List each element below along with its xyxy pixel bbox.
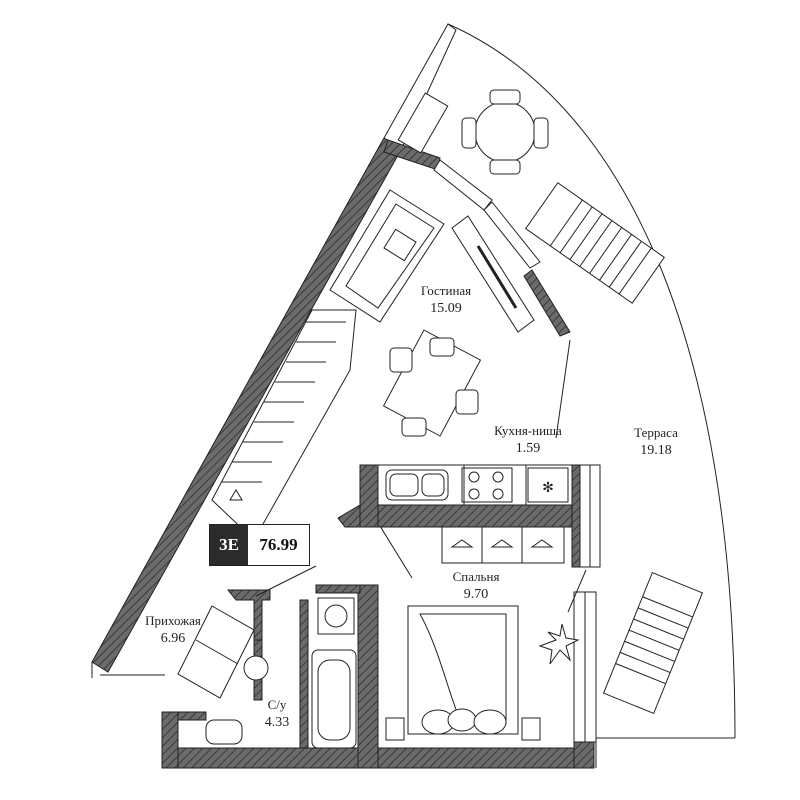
terrace-table (397, 89, 549, 175)
kitchen-counter: ✻ (377, 464, 573, 506)
room-name: Кухня-ниша (494, 423, 562, 438)
room-area: 6.96 (160, 631, 186, 646)
room-area: 9.70 (463, 587, 489, 602)
sunbed-top (524, 182, 666, 304)
room-area: 15.09 (430, 301, 462, 316)
svg-text:✻: ✻ (542, 480, 554, 496)
room-label-bathroom: С/у 4.33 (252, 696, 302, 732)
leader-lines (255, 339, 587, 613)
room-label-hallway: Прихожая 6.96 (130, 612, 216, 648)
room-label-kitchen: Кухня-ниша 1.59 (478, 422, 578, 458)
hall-wardrobe (177, 605, 255, 699)
living-window-wall (383, 139, 571, 337)
room-name: Спальня (452, 569, 500, 584)
room-name: С/у (267, 697, 287, 712)
bedroom-walls (315, 584, 597, 769)
plant (538, 623, 580, 665)
dining-table (382, 329, 482, 437)
room-area: 1.59 (515, 441, 541, 456)
apartment-type-code: 3Е (210, 525, 248, 565)
wardrobe (441, 526, 565, 564)
outer-wall-diagonal (91, 23, 457, 678)
room-label-living: Гостиная 15.09 (406, 282, 486, 318)
sofa (329, 189, 445, 323)
room-name: Прихожая (145, 613, 201, 628)
bathroom-fixtures (205, 597, 357, 749)
room-name: Гостиная (420, 283, 472, 298)
room-label-bedroom: Спальня 9.70 (436, 568, 516, 604)
room-area: 4.33 (264, 715, 290, 730)
kitchen-partition (337, 464, 601, 568)
tv-unit (451, 215, 535, 333)
sunbed-bottom (602, 571, 704, 715)
room-name: Терраса (634, 425, 678, 440)
outer-wall-bottom (161, 711, 595, 769)
bed (385, 605, 541, 741)
apartment-total-area: 76.99 (259, 535, 298, 554)
room-label-terrace: Терраса 19.18 (616, 424, 696, 460)
room-area: 19.18 (640, 443, 672, 458)
apartment-badge: 3Е 76.99 (209, 524, 310, 566)
